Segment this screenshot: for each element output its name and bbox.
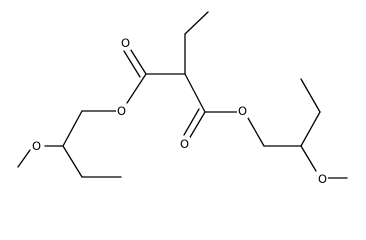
bonds: [17, 11, 348, 179]
atom-o-carbonyl-left: O: [120, 36, 131, 50]
bond-ethyl-ch3-ch2: [184, 11, 209, 35]
atom-label-o: O: [121, 36, 130, 50]
bond-alpha-right-carbonyl: [184, 73, 206, 113]
bond-left-carbonyl-double-a: [128, 46, 147, 75]
atom-o-carbonyl-right: O: [179, 137, 190, 151]
bond-left-carbonyl-ester-o: [126, 73, 147, 104]
bond-right-carbonyl-double-b: [183, 108, 200, 136]
atom-label-o: O: [180, 137, 189, 151]
bond-left-ch-ch2: [62, 145, 83, 178]
atom-o-methoxy-right: O: [317, 172, 328, 185]
atom-o-methoxy-left: O: [31, 139, 42, 153]
bond-right-ch-ch2: [300, 111, 321, 147]
bond-right-ch2-ch3: [300, 78, 321, 113]
atom-labels: O O O O O O: [31, 36, 328, 185]
structure-canvas: O O O O O O: [17, 11, 348, 185]
bond-left-carbonyl-double-b: [123, 50, 141, 78]
bond-right-ch-o-methoxy: [300, 145, 317, 172]
bond-left-ch2-ch: [62, 110, 83, 147]
bond-right-carbonyl-double-a: [188, 111, 206, 140]
atom-label-o: O: [32, 139, 41, 153]
atom-label-o: O: [318, 172, 327, 185]
atom-o-ester-left: O: [116, 104, 127, 118]
atom-o-ester-right: O: [237, 104, 248, 118]
bond-left-methoxy-ch3: [17, 149, 31, 168]
atom-label-o: O: [238, 104, 247, 118]
molecule-diagram: O O O O O O: [17, 11, 348, 185]
atom-label-o: O: [117, 104, 126, 118]
bond-right-ester-o-ch2: [247, 117, 265, 147]
